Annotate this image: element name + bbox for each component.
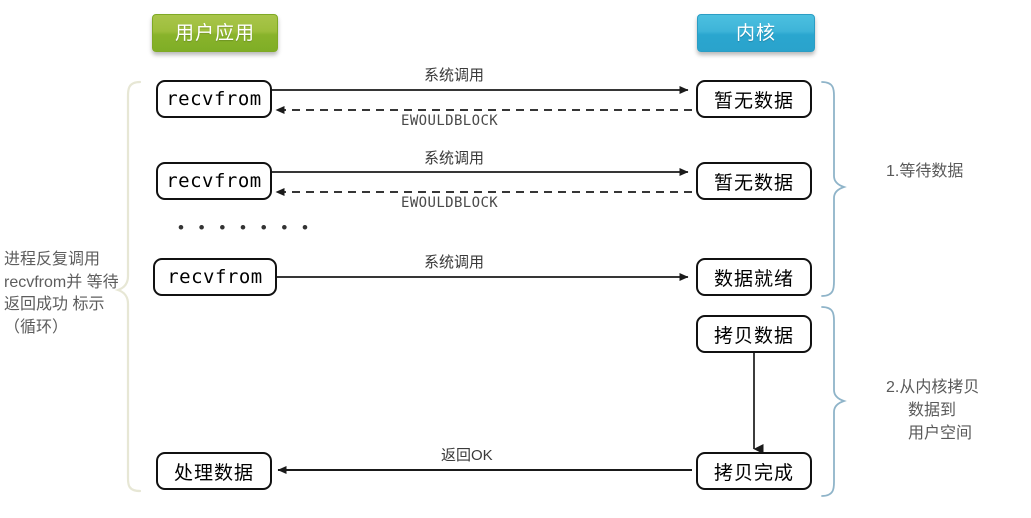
right-brace-phase-1: [821, 81, 847, 297]
right-brace-phase-2: [821, 306, 847, 497]
phase-2-label-line2: 数据到: [908, 402, 957, 419]
node-recvfrom-2[interactable]: recvfrom: [156, 162, 272, 200]
node-recvfrom-1[interactable]: recvfrom: [156, 80, 272, 118]
left-loop-note: 进程反复调用 recvfrom并 等待返回成功 标示（循环）: [4, 251, 119, 337]
edge-label-syscall-1: 系统调用: [424, 67, 485, 84]
edge-label-return-ok: 返回OK: [441, 447, 493, 464]
phase-2-label-line1: 2.从内核拷贝: [886, 379, 980, 396]
kernel-label: 内核: [697, 14, 815, 52]
node-process-data[interactable]: 处理数据: [156, 452, 272, 490]
node-no-data-1[interactable]: 暂无数据: [696, 80, 812, 118]
phase-2-label-line3: 用户空间: [908, 425, 973, 442]
edge-label-ewouldblock-1: EWOULDBLOCK: [401, 113, 499, 129]
node-recvfrom-3[interactable]: recvfrom: [153, 258, 277, 296]
node-no-data-2[interactable]: 暂无数据: [696, 162, 812, 200]
node-copy-data[interactable]: 拷贝数据: [696, 315, 812, 353]
node-data-ready[interactable]: 数据就绪: [696, 258, 812, 296]
phase-1-label: 1.等待数据: [886, 163, 964, 180]
edge-label-ewouldblock-2: EWOULDBLOCK: [401, 195, 499, 211]
repeat-dots: • • • • • • •: [178, 218, 314, 237]
node-copy-done[interactable]: 拷贝完成: [696, 452, 812, 490]
edge-label-syscall-2: 系统调用: [424, 150, 485, 167]
user-application-label: 用户应用: [152, 14, 278, 52]
edge-label-syscall-3: 系统调用: [424, 254, 485, 271]
